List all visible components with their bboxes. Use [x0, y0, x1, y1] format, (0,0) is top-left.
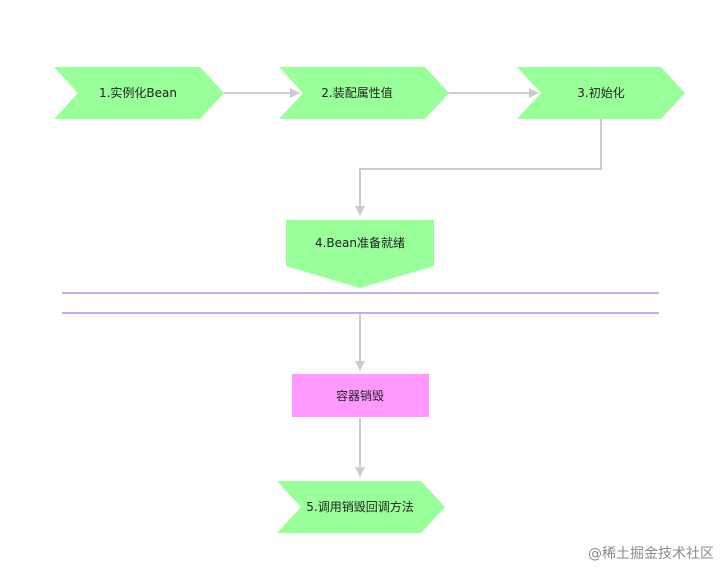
step-destroy-callback: 5.调用销毁回调方法	[277, 481, 445, 533]
connector-3-to-4	[355, 119, 602, 216]
step-label: 3.初始化	[577, 86, 624, 100]
watermark: @稀土掘金技术社区	[588, 546, 714, 562]
chevron-shape	[517, 67, 685, 119]
step-instantiate-bean: 1.实例化Bean	[54, 67, 224, 119]
step-initialize: 3.初始化	[517, 67, 685, 119]
step-label: 2.装配属性值	[321, 85, 392, 100]
step-bean-ready: 4.Bean准备就绪	[286, 220, 434, 288]
step-label: 5.调用销毁回调方法	[306, 499, 413, 514]
step-container-destroy: 容器销毁	[292, 374, 429, 417]
chevron-shape	[279, 67, 449, 119]
chevron-shape	[54, 67, 224, 119]
step-label: 4.Bean准备就绪	[315, 236, 405, 250]
pentagon-shape	[286, 220, 434, 288]
rect-shape	[292, 374, 429, 417]
step-label: 1.实例化Bean	[99, 85, 177, 100]
step-label: 容器销毁	[336, 388, 384, 403]
chevron-shape	[277, 481, 445, 533]
step-populate-properties: 2.装配属性值	[279, 67, 449, 119]
